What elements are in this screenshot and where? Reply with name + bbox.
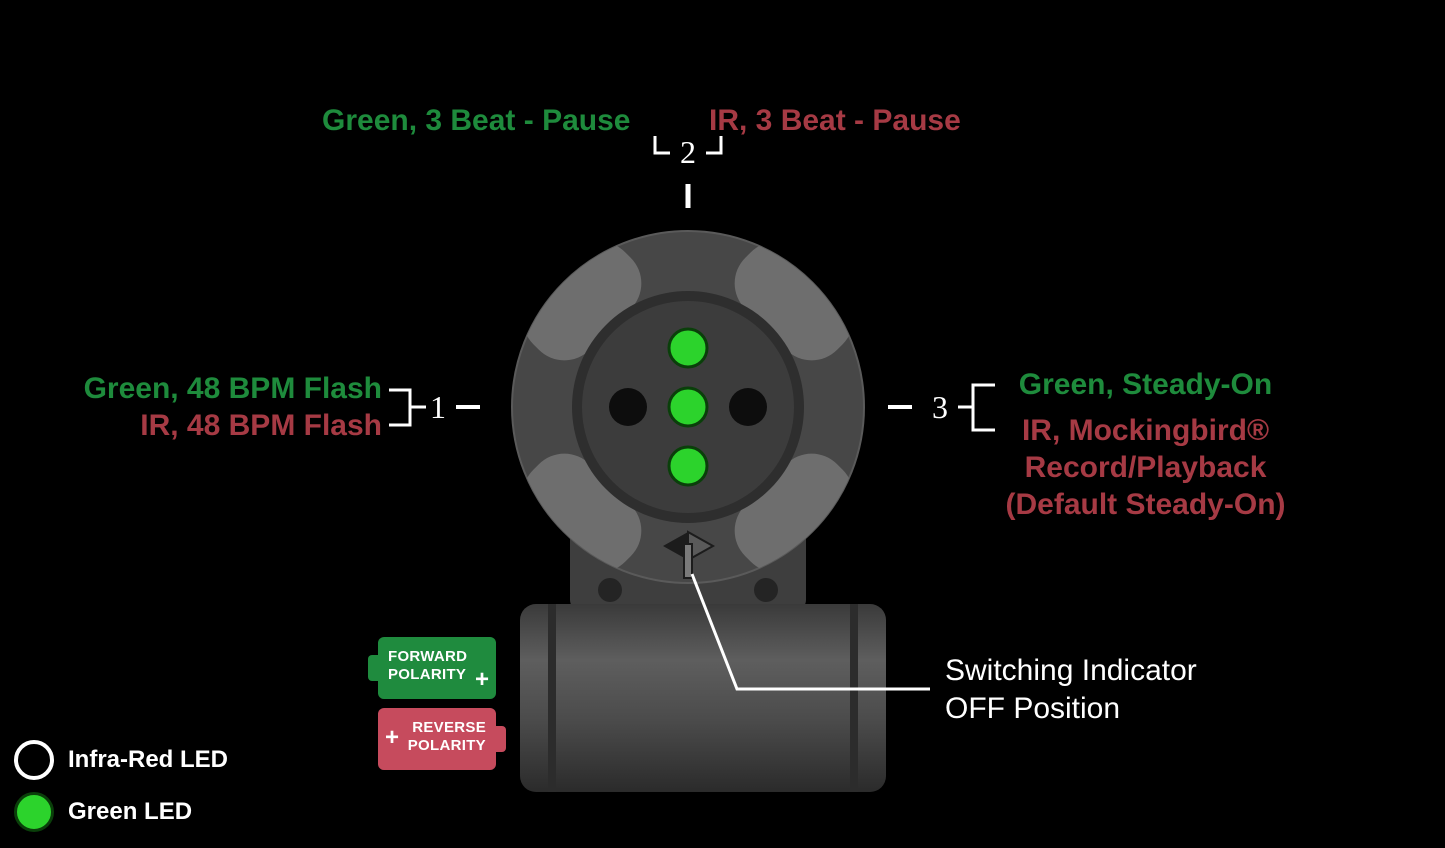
head-lug-bottom-right [734, 453, 854, 573]
head-lug-top-right [734, 241, 854, 361]
switch-indicator-line2: OFF Position [945, 692, 1121, 725]
forward-polarity-line1: FORWARD [388, 648, 468, 665]
label-position1-ir: IR, 48 BPM Flash [140, 409, 382, 442]
legend-item-infrared: Infra-Red LED [14, 740, 228, 780]
reverse-polarity-badge: REVERSE POLARITY + [378, 708, 506, 770]
ir-hole-right [729, 388, 767, 426]
legend-item-green: Green LED [14, 792, 192, 832]
tube-seam-right [850, 604, 858, 792]
green-led-top-icon [667, 327, 709, 369]
legend-green-label: Green LED [68, 798, 193, 825]
position1-number: 1 [430, 389, 446, 425]
ir-hole-left [609, 388, 647, 426]
switch-indicator-line1: Switching Indicator [945, 654, 1197, 687]
forward-polarity-line2: POLARITY [388, 666, 467, 683]
green-led-icon [14, 792, 54, 832]
battery-nub-icon [494, 726, 506, 752]
label-position3-group: Green, Steady-On IR, Mockingbird® Record… [983, 366, 1308, 523]
label-position1-green: Green, 48 BPM Flash [83, 372, 382, 405]
ir-led-icon [14, 740, 54, 780]
green-led-bottom-icon [667, 445, 709, 487]
label-position2-ir: IR, 3 Beat - Pause [709, 104, 961, 137]
reverse-polarity-line2: POLARITY [407, 737, 486, 754]
neck-screw-right [754, 578, 778, 602]
forward-polarity-badge: FORWARD POLARITY + [368, 637, 496, 699]
neck-screw-left [598, 578, 622, 602]
position3-bracket [958, 383, 995, 432]
label-position3-green: Green, Steady-On [1018, 368, 1273, 401]
tube-seam-left [548, 604, 556, 792]
green-led-middle-icon [667, 386, 709, 428]
battery-nub-icon [368, 655, 380, 681]
device-battery-tube [520, 604, 886, 792]
switch-arrow-left[interactable] [663, 532, 688, 560]
switch-indicator-callout: Switching Indicator OFF Position [945, 652, 1197, 728]
head-lug-top-left [522, 241, 642, 361]
switch-lever[interactable] [683, 543, 693, 579]
plus-icon: + [385, 724, 400, 751]
label-position3-ir-line2: Record/Playback [1024, 451, 1267, 484]
reverse-polarity-line1: REVERSE [412, 719, 486, 736]
switch-callout-line [690, 573, 930, 691]
position3-number: 3 [932, 389, 948, 425]
position2-bracket [653, 136, 723, 155]
plus-icon: + [474, 666, 489, 693]
head-lug-bottom-left [522, 453, 642, 573]
position1-bracket [389, 388, 426, 427]
label-position3-ir-line3: (Default Steady-On) [1005, 488, 1286, 521]
label-position2-green: Green, 3 Beat - Pause [322, 104, 631, 137]
label-position1-group: Green, 48 BPM Flash IR, 48 BPM Flash [40, 370, 382, 444]
label-position3-ir-line1: IR, Mockingbird® [1021, 414, 1270, 447]
legend-infrared-label: Infra-Red LED [68, 746, 229, 773]
position2-number: 2 [680, 134, 696, 170]
